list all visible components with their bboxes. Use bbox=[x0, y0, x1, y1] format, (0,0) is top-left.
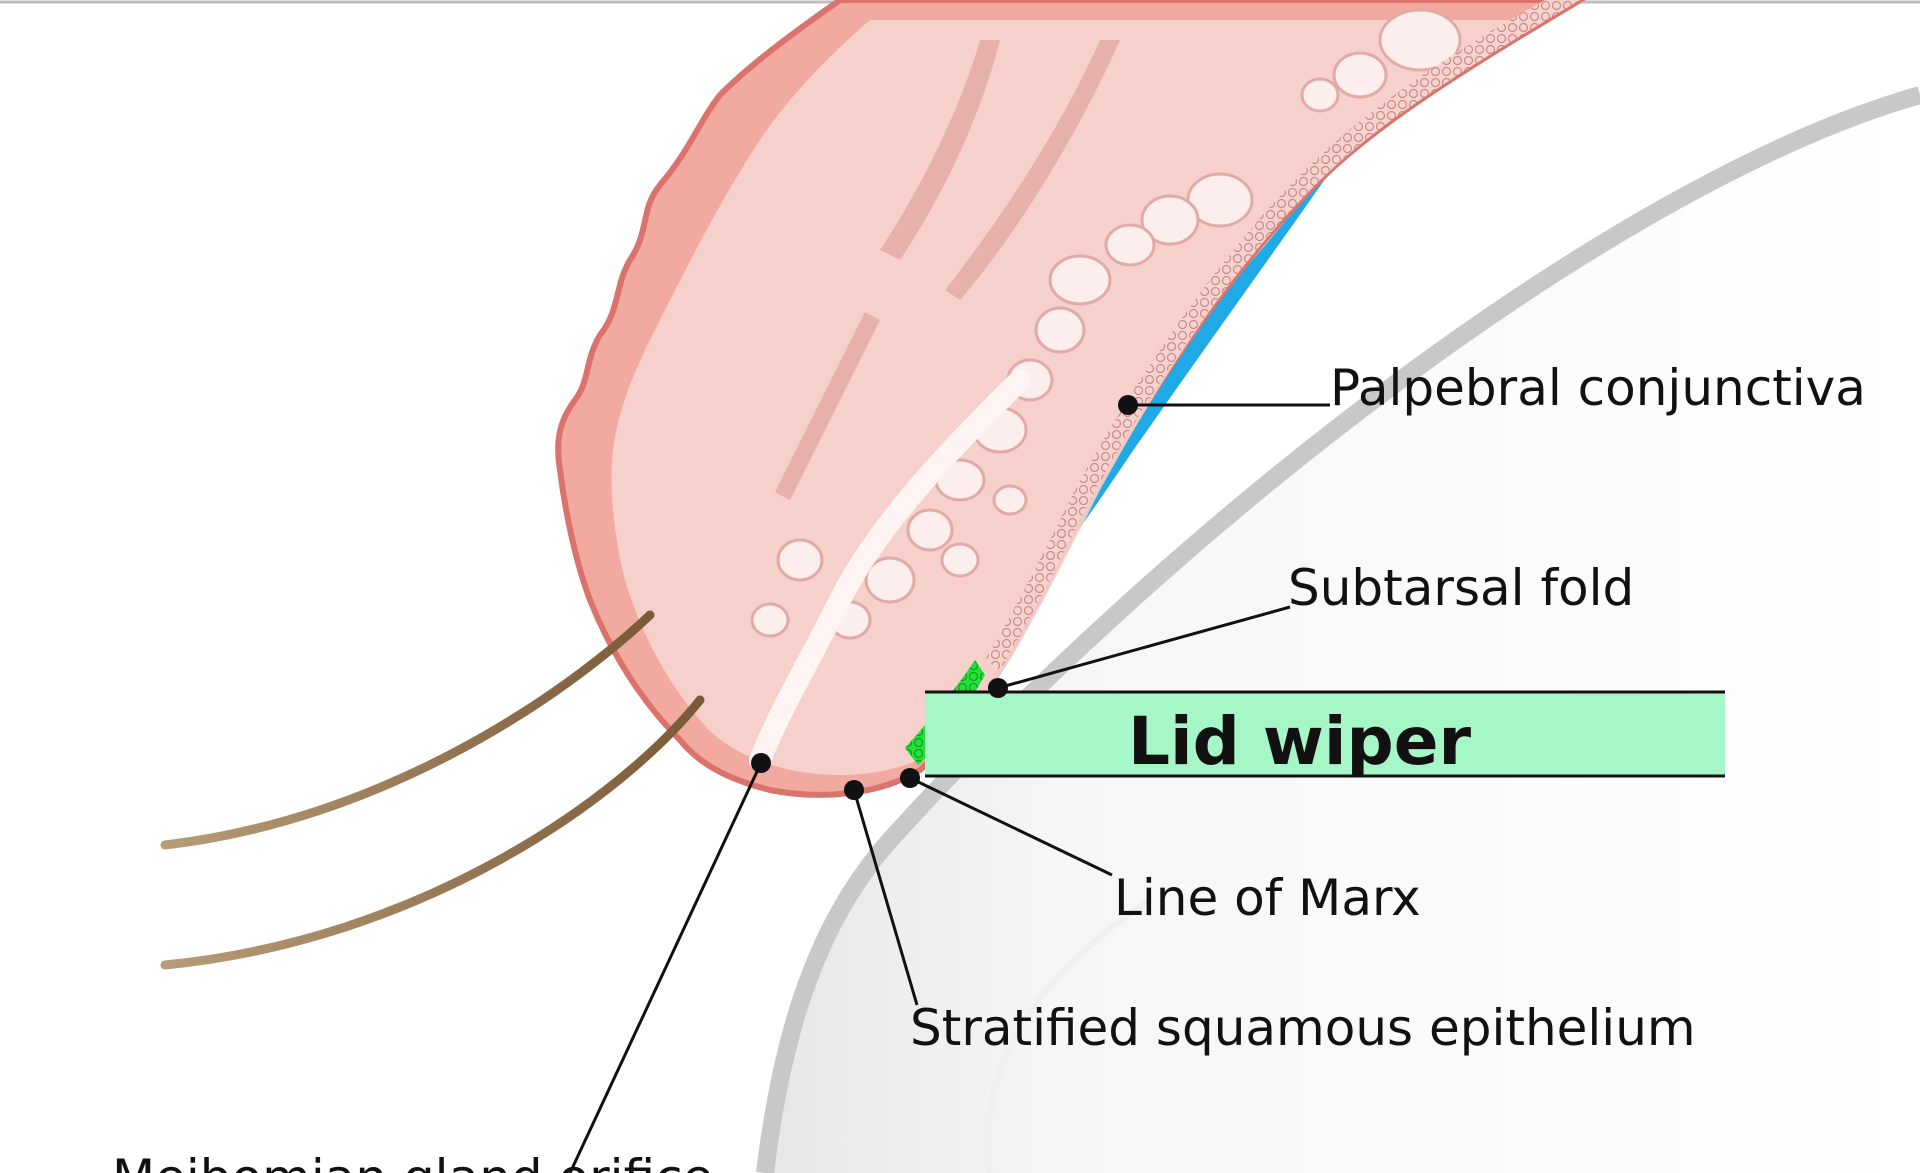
eyeball-surface bbox=[765, 95, 1920, 1173]
leader-lines bbox=[568, 395, 1330, 1173]
meibomian-gland bbox=[750, 8, 1462, 640]
label-lid-wiper: Lid wiper bbox=[1128, 703, 1472, 780]
eyelash-graphic bbox=[160, 610, 705, 970]
gland-duct bbox=[749, 369, 1031, 771]
label-meibomian-gland-orifice: Meibomian gland orifice bbox=[112, 1149, 713, 1173]
label-stratified-squamous-epithelium: Stratified squamous epithelium bbox=[910, 999, 1696, 1057]
eyeball-graphic bbox=[756, 86, 1920, 1173]
lid-wiper-band bbox=[925, 690, 1725, 778]
muscle-fibers bbox=[775, 40, 1120, 500]
label-line-of-marx: Line of Marx bbox=[1114, 869, 1421, 927]
cornea-edge bbox=[756, 86, 1920, 1173]
stratified-squamous-epithelium-marker bbox=[844, 780, 864, 800]
line-of-marx-marker bbox=[900, 768, 920, 788]
meibomian-gland-orifice-marker bbox=[751, 753, 771, 773]
eyeball-reflection bbox=[984, 897, 1152, 1173]
eyelid-tissue bbox=[555, 0, 1586, 798]
label-subtarsal-fold: Subtarsal fold bbox=[1288, 559, 1634, 617]
subtarsal-fold-marker bbox=[988, 678, 1008, 698]
palpebral-conjunctiva-marker bbox=[1118, 395, 1138, 415]
label-palpebral-conjunctiva: Palpebral conjunctiva bbox=[1330, 359, 1866, 417]
